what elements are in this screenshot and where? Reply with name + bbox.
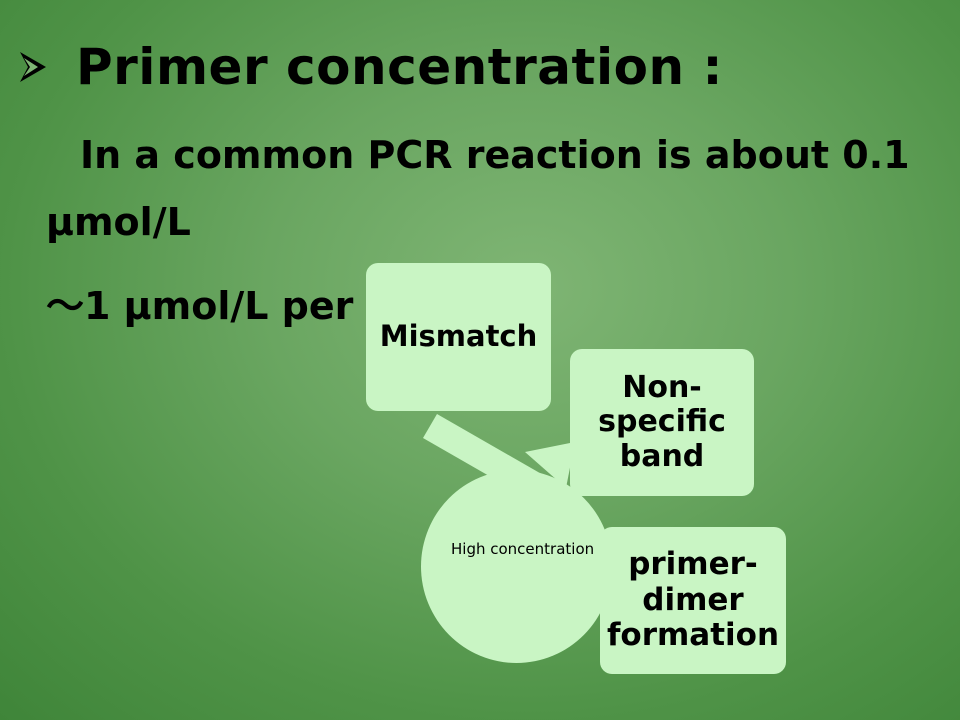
diagram-box-nonspecific: Non-specific band [570,349,754,496]
heading-text: Primer concentration : [76,38,723,96]
body-line-1: In a common PCR reaction is about 0.1 [80,133,910,177]
arrow-bullet-icon [20,52,46,82]
diagram-box-mismatch: Mismatch [366,263,551,411]
diagram-center-circle: High concentration [421,470,612,663]
diagram-center-label: High concentration [451,540,595,558]
slide-heading: Primer concentration : [18,38,723,96]
body-line-2: μmol/L [46,200,191,244]
arrow-to-nonspecific [525,442,575,488]
diagram-box-dimer: primer-dimer formation [600,527,786,674]
